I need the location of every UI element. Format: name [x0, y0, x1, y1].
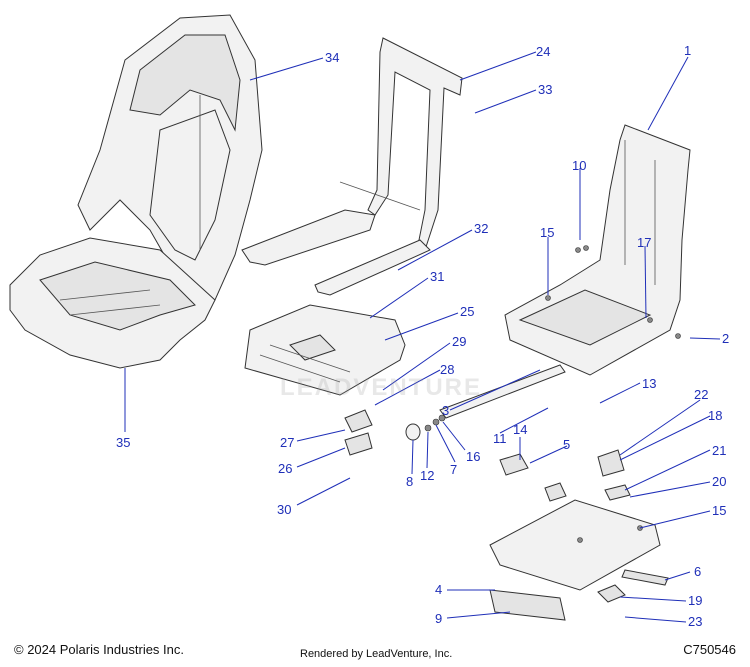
callout-label: 5 [563, 437, 570, 452]
callout-label: 6 [694, 564, 701, 579]
lower-seat-mount [489, 499, 669, 621]
callout-label: 20 [712, 474, 726, 489]
callout-label: 17 [637, 235, 651, 250]
callout-label: 2 [722, 331, 729, 346]
callout-label: 3 [442, 403, 449, 418]
callout-label: 23 [688, 614, 702, 629]
diagram-number: C750546 [683, 642, 736, 657]
callout-label: 4 [435, 582, 442, 597]
callout-label: 8 [406, 474, 413, 489]
callout-label: 19 [688, 593, 702, 608]
callout-label: 32 [474, 221, 488, 236]
copyright-text: © 2024 Polaris Industries Inc. [14, 642, 184, 657]
seat-back [77, 14, 263, 301]
seat-cushion [9, 237, 216, 369]
watermark: LEADVENTURE [280, 374, 483, 401]
callout-label: 29 [452, 334, 466, 349]
slider-rail [439, 364, 566, 419]
callout-label: 15 [712, 503, 726, 518]
callout-label: 35 [116, 435, 130, 450]
rendered-by-text: Rendered by LeadVenture, Inc. [300, 648, 453, 660]
callout-label: 22 [694, 387, 708, 402]
callout-label: 1 [684, 43, 691, 58]
callout-label: 15 [540, 225, 554, 240]
callout-label: 31 [430, 269, 444, 284]
callout-label: 25 [460, 304, 474, 319]
seat-pan [244, 304, 406, 396]
callout-label: 26 [278, 461, 292, 476]
callout-label: 24 [536, 44, 550, 59]
callout-label: 21 [712, 443, 726, 458]
seat-base-frame [504, 124, 691, 376]
callout-label: 16 [466, 449, 480, 464]
callout-label: 7 [450, 462, 457, 477]
callout-label: 13 [642, 376, 656, 391]
callout-label: 12 [420, 468, 434, 483]
small-brackets [344, 245, 681, 543]
callout-label: 11 [493, 431, 507, 446]
callout-label: 27 [280, 435, 294, 450]
callout-label: 9 [435, 611, 442, 626]
callout-label: 18 [708, 408, 722, 423]
backrest-frame [241, 37, 463, 296]
callout-label: 10 [572, 158, 586, 173]
callout-label: 30 [277, 502, 291, 517]
leader-lines [124, 51, 721, 623]
callout-label: 14 [513, 422, 527, 437]
callout-label: 34 [325, 50, 339, 65]
callout-label: 33 [538, 82, 552, 97]
callout-label: 28 [440, 362, 454, 377]
callout-labels: 34 24 33 1 10 32 15 17 31 25 2 29 28 13 … [116, 43, 729, 629]
